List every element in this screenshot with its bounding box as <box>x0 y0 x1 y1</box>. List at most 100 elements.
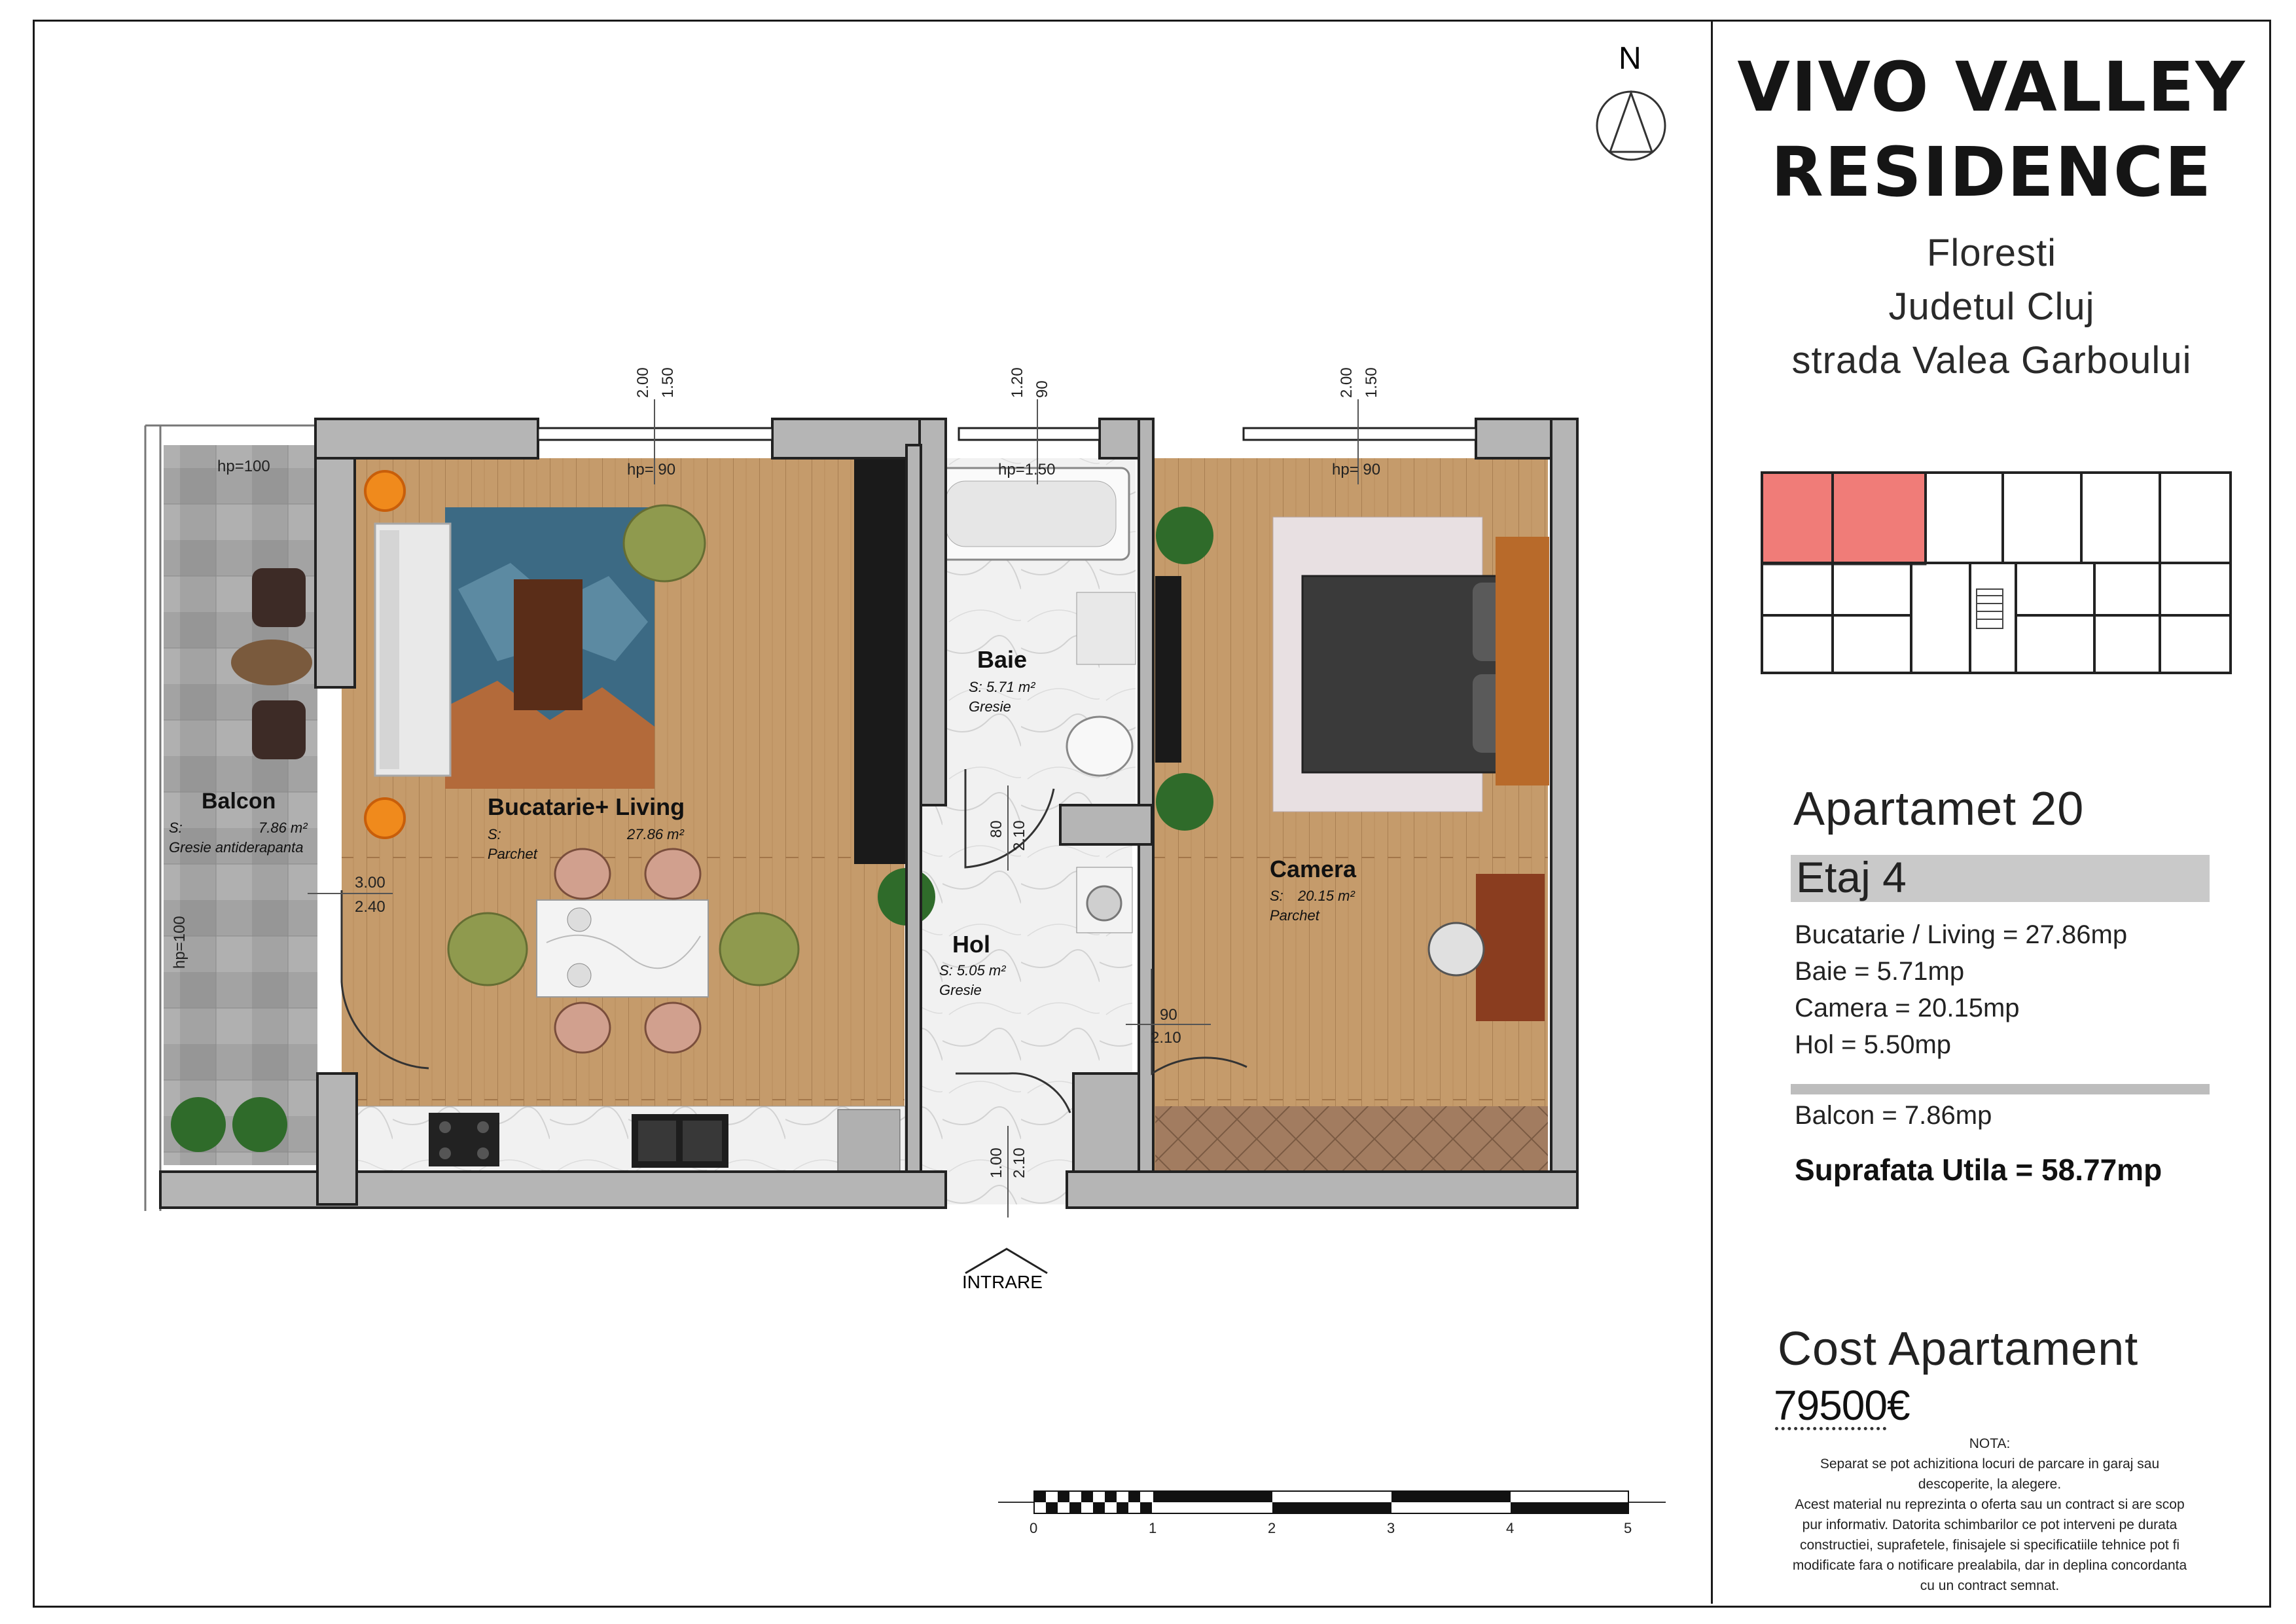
location-line-3: strada Valea Garboului <box>1791 339 2192 382</box>
cooktop <box>429 1113 499 1166</box>
location-line-1: Floresti <box>1926 232 2057 274</box>
balcony-door-w: 3.00 <box>355 874 386 892</box>
note-line-2: descoperite, la alegere. <box>1918 1477 2062 1492</box>
bathroom-sink <box>1076 592 1136 665</box>
walls <box>159 418 1579 1209</box>
balcon-area-prefix: S: <box>169 820 183 836</box>
room-labels: Balcon S: 7.86 m² Gresie antiderapanta B… <box>169 646 1357 998</box>
wardrobe <box>1155 1106 1548 1178</box>
entrance-label: INTRARE <box>962 1272 1043 1292</box>
entry-door-h: 2.10 <box>1011 1147 1028 1178</box>
bath-door-h: 2.10 <box>1011 820 1028 851</box>
hp-balcony: hp=100 <box>217 458 270 475</box>
project-name-line1: VIVO VALLEY <box>1737 47 2246 127</box>
hol-area: S: 5.05 m² <box>939 962 1006 979</box>
tall-cabinet-black <box>854 458 905 864</box>
entrance-arrow <box>965 1248 1048 1274</box>
compass: N <box>1596 41 1666 161</box>
drawing-frame <box>33 20 2271 1608</box>
living-area-prefix: S: <box>488 826 501 842</box>
living-finish: Parchet <box>488 846 538 862</box>
win-living-h: 1.50 <box>659 367 677 398</box>
floor-badge: Etaj 4 <box>1791 853 2210 902</box>
price-underline <box>1775 1427 1886 1430</box>
win-living-w: 2.00 <box>634 367 652 398</box>
scale-label-3: 3 <box>1387 1520 1395 1536</box>
camera-area-prefix: S: <box>1270 888 1283 904</box>
title-block-divider <box>1711 21 1713 1604</box>
scale-bar: 0 1 2 3 4 5 <box>998 1490 1666 1536</box>
area-divider <box>1791 1084 2210 1094</box>
area-bath: Baie = 5.71mp <box>1795 957 1965 986</box>
note-line-4: pur informativ. Datorita schimbarilor ce… <box>1802 1517 2178 1532</box>
highlighted-apartment <box>1761 471 1927 566</box>
scale-label-5: 5 <box>1624 1520 1632 1536</box>
balcony-door-h: 2.40 <box>355 898 386 916</box>
area-balcony: Balcon = 7.86mp <box>1795 1101 1992 1130</box>
scale-label-1: 1 <box>1149 1520 1157 1536</box>
baie-name: Baie <box>977 646 1027 673</box>
dining-chairs <box>554 848 702 1054</box>
compass-label: N <box>1619 41 1641 76</box>
living-name: Bucatarie+ Living <box>488 793 685 820</box>
hp-balcony-side: hp=100 <box>171 916 188 969</box>
hp-bath: hp=1.50 <box>998 461 1055 478</box>
scale-label-0: 0 <box>1030 1520 1037 1536</box>
apartment-name: Apartamet 20 <box>1793 783 2085 835</box>
headboard <box>1496 537 1549 785</box>
note-line-1: Separat se pot achizitiona locuri de par… <box>1820 1456 2160 1471</box>
note-line-3: Acest material nu reprezinta o oferta sa… <box>1795 1497 2185 1512</box>
balcony-chair <box>252 568 306 627</box>
hol-finish: Gresie <box>939 982 982 998</box>
floor-label: Etaj 4 <box>1796 853 1907 901</box>
note-title: NOTA: <box>1969 1436 2011 1451</box>
balcony-floor <box>164 445 317 1165</box>
living-area: 27.86 m² <box>626 826 684 842</box>
desk <box>1476 874 1545 1021</box>
decor-plant <box>364 470 406 512</box>
win-bath-w: 1.20 <box>1009 367 1026 398</box>
bath-door-w: 80 <box>988 820 1005 838</box>
disclaimer-note: NOTA: Separat se pot achizitiona locuri … <box>1767 1434 2212 1596</box>
dining-table <box>536 899 709 998</box>
area-living: Bucatarie / Living = 27.86mp <box>1795 920 2128 949</box>
scale-label-2: 2 <box>1268 1520 1276 1536</box>
project-name-line2: RESIDENCE <box>1770 132 2213 212</box>
usable-area: Suprafata Utila = 58.77mp <box>1795 1153 2162 1187</box>
doors <box>340 769 1247 1113</box>
scale-label-4: 4 <box>1506 1520 1514 1536</box>
balcon-finish: Gresie antiderapanta <box>169 839 303 856</box>
building-key-plan <box>1761 471 2232 674</box>
entry-door-w: 1.00 <box>988 1147 1005 1178</box>
dishwasher <box>837 1109 901 1172</box>
area-room: Camera = 20.15mp <box>1795 994 2020 1022</box>
note-line-7: cu un contract semnat. <box>1920 1578 2060 1593</box>
balcony-railing <box>144 424 317 1211</box>
hp-room: hp= 90 <box>1332 461 1380 478</box>
win-bath-h: 90 <box>1033 380 1051 398</box>
windows <box>537 427 1477 441</box>
title-block: VIVO VALLEY RESIDENCE Floresti Judetul C… <box>1713 45 2270 388</box>
camera-area: 20.15 m² <box>1297 888 1355 904</box>
room-door-h: 2.10 <box>1151 1029 1181 1047</box>
location-line-2: Judetul Cluj <box>1888 285 2095 328</box>
room-door-w: 90 <box>1160 1006 1177 1024</box>
compass-icon <box>1596 90 1666 161</box>
hp-living: hp= 90 <box>627 461 675 478</box>
toilet <box>1066 715 1134 777</box>
note-line-5: constructiei, suprafetele, finisajele si… <box>1799 1538 2180 1553</box>
armchair <box>622 504 706 583</box>
camera-name: Camera <box>1270 856 1357 882</box>
baie-area: S: 5.71 m² <box>969 679 1035 695</box>
hol-name: Hol <box>952 931 990 958</box>
coffee-table <box>514 579 583 710</box>
area-list: Bucatarie / Living = 27.86mp Baie = 5.71… <box>1795 916 2127 1063</box>
win-room-h: 1.50 <box>1363 367 1380 398</box>
balcon-name: Balcon <box>202 789 276 814</box>
dimension-labels: 2.00 1.50 1.20 90 2.00 1.50 hp=100 hp=10… <box>171 367 1380 1218</box>
baie-finish: Gresie <box>969 698 1011 715</box>
win-room-w: 2.00 <box>1338 367 1355 398</box>
balcony-table <box>231 640 312 685</box>
camera-finish: Parchet <box>1270 907 1320 924</box>
price: 79500€ <box>1774 1382 1910 1429</box>
